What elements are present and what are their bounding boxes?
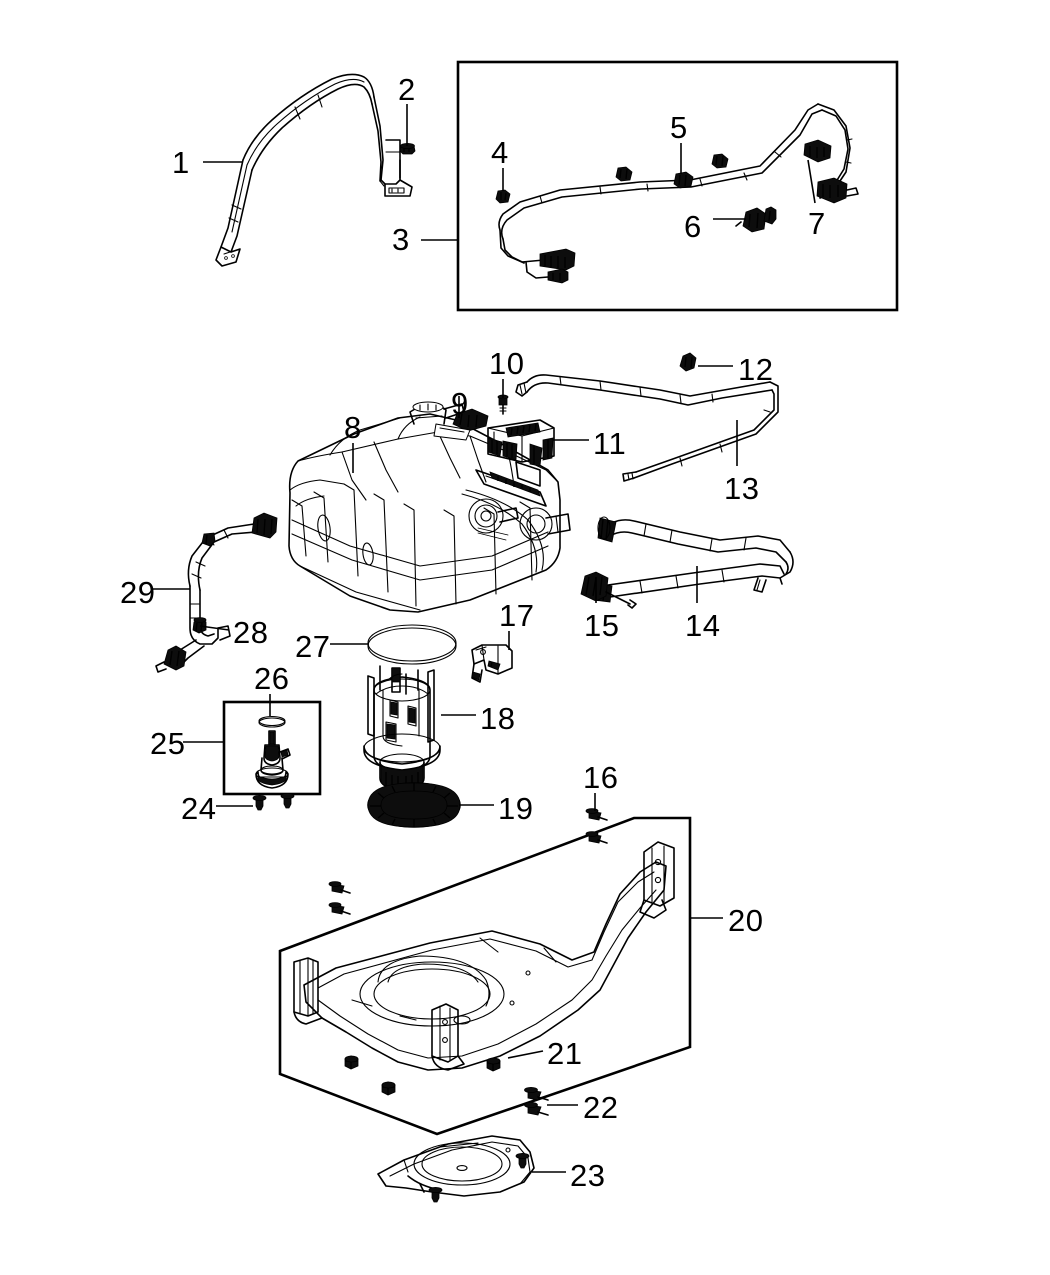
line-clip-extra-b-art (711, 153, 729, 169)
callout-number-27: 27 (295, 629, 331, 664)
lock-ring-art (367, 782, 461, 828)
callout-number-28: 28 (233, 615, 269, 650)
callout-number-26: 26 (254, 661, 290, 696)
skid-plate-perspective-box (278, 816, 692, 1136)
callout-number-12: 12 (738, 352, 774, 387)
callout-number-15: 15 (584, 608, 620, 643)
leader-line-28 (199, 625, 230, 631)
skid-plate-nut-art (344, 1055, 501, 1096)
fuel-pump-control-module-art (487, 419, 555, 467)
callout-number-14: 14 (685, 608, 721, 643)
bracket-screw-art (497, 394, 509, 415)
fuel-tank-shield-art (377, 1135, 535, 1203)
fuel-tank-skid-plate-art (293, 841, 675, 1071)
shield-screw-art (524, 1087, 549, 1116)
fuel-tank-strap-art (215, 73, 413, 267)
fuel-line-assembly-art (498, 103, 859, 284)
fuel-pump-module-art (363, 665, 441, 791)
callout-number-24: 24 (181, 791, 217, 826)
sending-unit-box (222, 700, 322, 796)
callout-number-3: 3 (392, 222, 410, 257)
line-clip-front-art (495, 189, 511, 204)
callout-number-5: 5 (670, 110, 688, 145)
callout-number-29: 29 (120, 575, 156, 610)
callout-number-18: 18 (480, 701, 516, 736)
callout-number-13: 13 (724, 471, 760, 506)
callout-number-8: 8 (344, 410, 362, 445)
leader-line-7 (807, 159, 816, 204)
vapor-vent-hose-art (155, 512, 278, 673)
callout-number-7: 7 (808, 206, 826, 241)
callout-number-19: 19 (498, 791, 534, 826)
callout-number-1: 1 (172, 145, 190, 180)
callout-leader-lines (153, 104, 816, 1173)
fuel-pump-o-ring-art (367, 624, 457, 665)
fuel-supply-tube-art (515, 374, 779, 482)
fuel-line-connector-art (735, 206, 777, 233)
strap-nut-art (399, 142, 416, 155)
fuel-level-sending-unit-art (255, 715, 291, 789)
mounting-bracket-art (471, 644, 513, 683)
callout-number-6: 6 (684, 209, 702, 244)
leader-line-21 (507, 1050, 544, 1059)
callout-number-20: 20 (728, 903, 764, 938)
callout-number-23: 23 (570, 1158, 606, 1193)
line-clip-extra-a-art (615, 166, 633, 182)
callout-number-10: 10 (489, 346, 525, 381)
callout-number-22: 22 (583, 1090, 619, 1125)
line-clip-mid-art (673, 171, 694, 189)
callout-number-16: 16 (583, 760, 619, 795)
tank-bracket-art (433, 408, 489, 441)
line-retainer-clip-art (679, 352, 697, 372)
callout-number-21: 21 (547, 1036, 583, 1071)
callout-number-4: 4 (491, 135, 509, 170)
skid-plate-bolt-art (328, 808, 608, 915)
sending-unit-screw-art (252, 793, 295, 811)
callout-number-17: 17 (499, 598, 535, 633)
vent-hose-clip-art (192, 617, 207, 634)
fuel-line-assembly-box (456, 60, 899, 312)
callout-number-2: 2 (398, 72, 416, 107)
fuel-filler-hose-art (593, 516, 794, 603)
callout-number-25: 25 (150, 726, 186, 761)
fuel-tank-art (288, 401, 571, 613)
callout-number-11: 11 (593, 426, 627, 461)
callout-number-9: 9 (451, 386, 469, 421)
